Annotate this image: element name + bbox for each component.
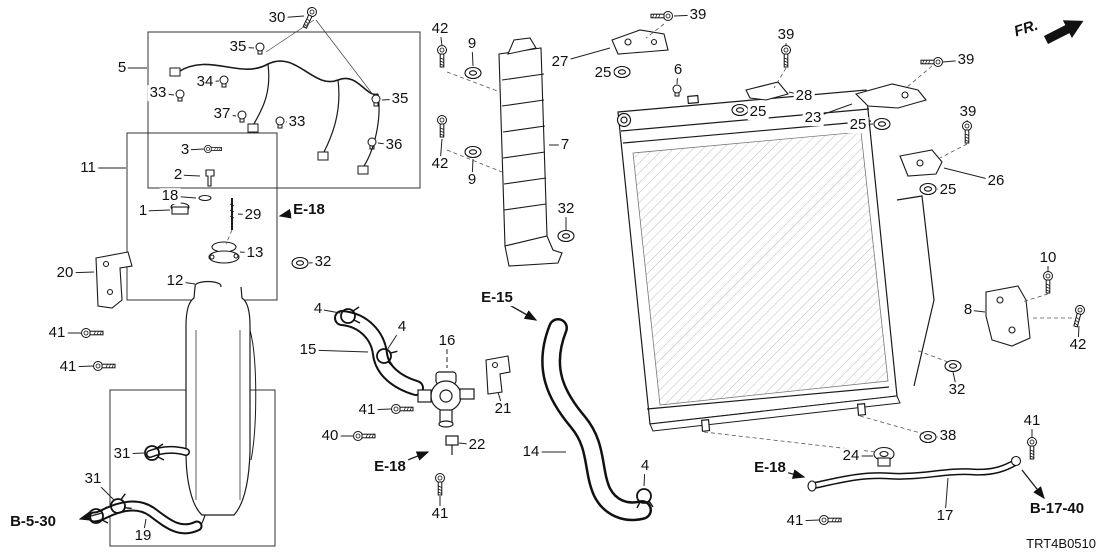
leader-line-9 — [471, 158, 474, 181]
leader-line-31 — [92, 478, 115, 501]
reserve-tank — [185, 280, 257, 529]
leader-line-37 — [221, 113, 237, 117]
mounting-brackets — [95, 29, 1031, 395]
leader-line-32 — [308, 261, 324, 264]
hoses — [88, 310, 1022, 535]
mount-cushion — [873, 446, 895, 467]
diagram-code: TRT4B0510 — [1026, 536, 1096, 551]
leader-line-3 — [184, 148, 205, 151]
leader-line-e-18 — [278, 208, 310, 219]
radiator-side-plate — [498, 37, 563, 267]
leader-line-6 — [676, 69, 679, 85]
leader-line-28 — [788, 91, 805, 97]
tank-cap-parts — [170, 169, 240, 264]
leader-line-13 — [239, 251, 256, 254]
leader-line-21 — [497, 391, 504, 410]
leader-line-32 — [952, 371, 958, 391]
leader-line-42 — [439, 28, 443, 47]
radiator — [616, 87, 935, 432]
leader-line-41 — [366, 408, 392, 411]
leader-line-29 — [237, 213, 254, 216]
leader-line-1 — [142, 209, 171, 212]
leader-line-25 — [747, 109, 759, 113]
leader-line-35 — [381, 98, 401, 101]
leader-line-31 — [121, 452, 145, 455]
leader-line-25 — [936, 188, 949, 191]
leader-line-23 — [812, 103, 853, 119]
leader-line-e-18 — [389, 451, 430, 468]
leader-line-42 — [439, 138, 443, 165]
leader-line-8 — [967, 309, 986, 313]
leader-line-38 — [936, 435, 949, 438]
leader-line-e-15 — [496, 297, 538, 321]
wire-harness — [169, 60, 380, 175]
leader-line-33 — [157, 92, 175, 96]
leader-line-25 — [857, 123, 874, 126]
leader-line-4 — [643, 465, 646, 487]
leader-line-39 — [966, 111, 969, 122]
leader-line-41 — [794, 519, 820, 522]
construction-lines — [265, 19, 375, 97]
front-direction-arrow — [1043, 20, 1084, 45]
leader-line-15 — [307, 349, 369, 353]
leader-line-42 — [1077, 325, 1080, 346]
leader-line-4 — [317, 308, 341, 314]
leader-line-30 — [276, 15, 305, 19]
leader-line-9 — [471, 43, 474, 67]
leader-line-20 — [64, 271, 95, 274]
leader-line-e-18 — [769, 467, 806, 479]
assembly-guide-lines — [225, 23, 1072, 453]
leader-line-17 — [944, 477, 949, 517]
leader-line-27 — [559, 47, 611, 63]
leader-line-35 — [237, 46, 255, 49]
water-valve-assembly — [417, 371, 475, 455]
leader-line-19 — [142, 518, 147, 537]
leader-line-39 — [673, 14, 699, 17]
leader-line-2 — [177, 174, 201, 177]
leader-line-34 — [204, 80, 220, 83]
leader-line-39 — [942, 59, 967, 63]
leader-line-26 — [943, 167, 997, 182]
leader-line-36 — [377, 142, 395, 146]
leader-line-41 — [67, 365, 94, 368]
leader-line-22 — [458, 442, 478, 446]
leader-line-12 — [174, 280, 196, 285]
leader-line-18 — [169, 195, 197, 199]
leader-line-b-17-40 — [1021, 469, 1045, 500]
leader-line-25 — [602, 71, 614, 74]
leader-line-b-5-30 — [78, 511, 103, 521]
leader-line-4 — [386, 326, 403, 351]
